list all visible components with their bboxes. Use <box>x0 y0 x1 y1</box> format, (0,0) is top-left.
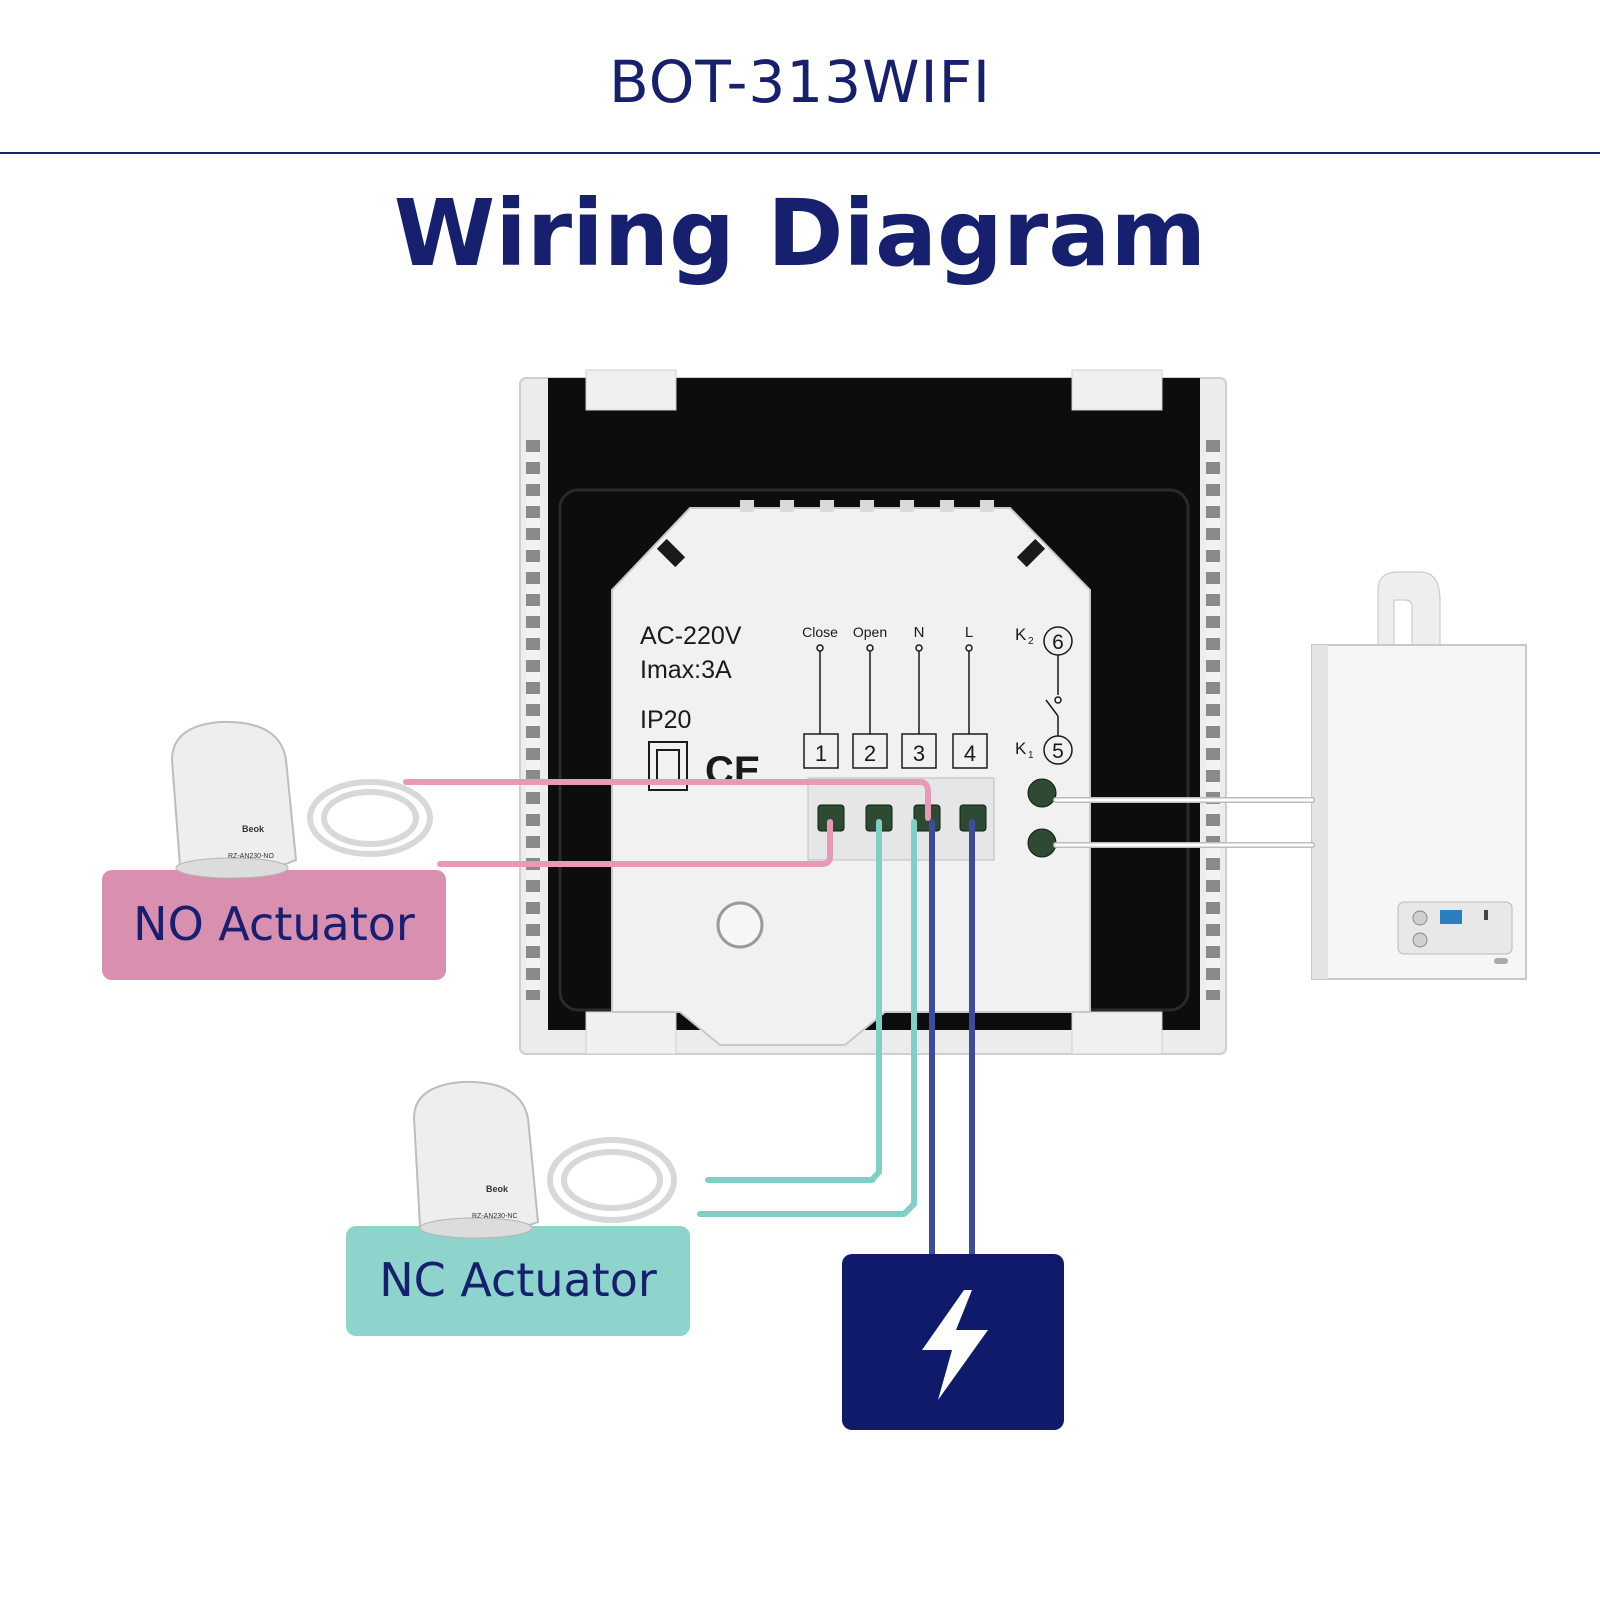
clip-bottom-left <box>585 1011 677 1055</box>
nc-actuator-brand: Beok <box>486 1184 509 1194</box>
relay-number-6: 6 <box>1052 631 1064 654</box>
page-title: Wiring Diagram <box>393 180 1207 287</box>
no-actuator-body: Beok RZ-AN230-NO <box>170 720 298 879</box>
vent-slots <box>526 440 1220 1000</box>
model-number: BOT-313WIFI <box>608 48 992 116</box>
relay-label-k1: K <box>1015 739 1027 758</box>
module-slot-right <box>1016 538 1046 568</box>
nc-actuator-coil <box>547 1137 677 1223</box>
no-wire-open <box>403 779 931 821</box>
terminal-label-close: Close <box>802 624 838 640</box>
terminal-number-3: 3 <box>913 741 925 766</box>
reset-hole <box>716 901 764 949</box>
nc-actuator-body: Beok RZ-AN230-NC <box>412 1080 540 1239</box>
no-actuator-brand: Beok <box>242 824 265 834</box>
module-ridges <box>740 500 994 512</box>
nc-wire-n <box>697 819 917 1217</box>
power-source <box>842 1254 1064 1430</box>
relay-switch-symbol <box>1045 655 1062 736</box>
boiler-display <box>1440 910 1462 924</box>
rating-current: Imax:3A <box>640 656 732 684</box>
nc-actuator-label-box <box>346 1226 690 1336</box>
ip-rating: IP20 <box>640 706 691 734</box>
terminal-label-n: N <box>914 624 925 641</box>
no-wire-close <box>437 819 833 867</box>
no-actuator-label: NO Actuator <box>133 897 415 951</box>
boiler-control-panel <box>1397 901 1513 955</box>
clip-top-right <box>1071 369 1163 411</box>
relay-screws <box>1027 778 1057 858</box>
terminal-number-boxes <box>803 733 988 769</box>
nc-actuator-model: RZ-AN230-NC <box>472 1213 518 1220</box>
thermostat-labels: AC-220V Imax:3A IP20 CE Close Open N L 1… <box>640 622 1073 793</box>
no-actuator-label-box <box>102 870 446 980</box>
relay-subscript-2: 2 <box>1028 636 1034 647</box>
wires <box>403 779 1315 1259</box>
terminal-module <box>611 507 1091 1046</box>
terminal-label-open: Open <box>853 624 887 640</box>
boiler-flue <box>1377 571 1441 647</box>
lightning-bolt-icon <box>922 1290 988 1400</box>
nc-actuator: NC Actuator Beok RZ-AN230-NC <box>346 1080 690 1336</box>
terminal-number-4: 4 <box>964 741 976 766</box>
no-actuator-coil <box>307 779 433 857</box>
header-divider <box>0 152 1600 154</box>
no-actuator-model: RZ-AN230-NO <box>228 853 274 860</box>
rating-voltage: AC-220V <box>640 622 742 650</box>
relay-label-k2: K <box>1015 625 1027 644</box>
terminal-number-2: 2 <box>864 741 876 766</box>
thermostat-back <box>519 369 1227 1055</box>
class2-outer-icon <box>648 741 688 791</box>
no-actuator: NO Actuator Beok RZ-AN230-NO <box>102 720 446 980</box>
clip-top-left <box>585 369 677 411</box>
ce-mark: CE <box>705 749 761 793</box>
gas-boiler-icon <box>1311 571 1527 980</box>
clip-bottom-right <box>1071 1011 1163 1055</box>
relay-subscript-1: 1 <box>1028 750 1034 761</box>
module-slot-left <box>656 538 686 568</box>
terminal-leads <box>816 644 973 734</box>
boiler-side <box>1312 645 1328 979</box>
terminal-number-1: 1 <box>815 741 827 766</box>
terminal-block <box>807 777 1057 861</box>
relay-number-5: 5 <box>1052 740 1064 763</box>
nc-wire-open <box>705 819 882 1183</box>
terminal-label-l: L <box>965 624 973 641</box>
nc-actuator-label: NC Actuator <box>379 1253 657 1307</box>
